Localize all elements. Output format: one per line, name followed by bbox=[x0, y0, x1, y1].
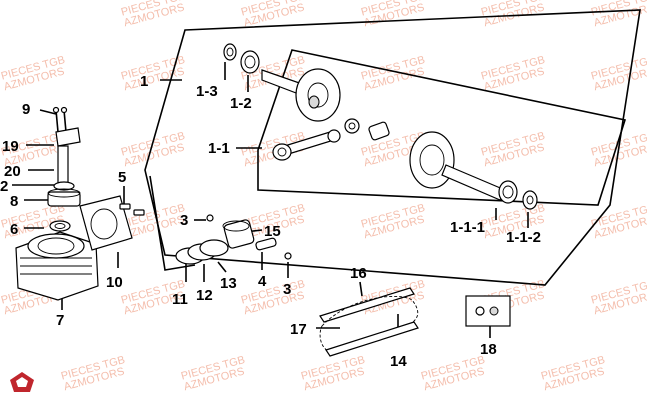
piston-15[interactable] bbox=[222, 219, 255, 249]
callout-3-upper: 3 bbox=[180, 212, 188, 229]
callout-16: 16 bbox=[350, 265, 367, 282]
callout-10: 10 bbox=[106, 274, 123, 291]
callout-18: 18 bbox=[480, 341, 497, 358]
crank-gear-1-1-2[interactable] bbox=[522, 190, 538, 210]
circlip-3-lower[interactable] bbox=[284, 252, 292, 260]
callout-14: 14 bbox=[390, 353, 407, 370]
callout-12: 12 bbox=[196, 287, 213, 304]
tensioner-rod-20[interactable] bbox=[57, 145, 69, 185]
callout-3-lower: 3 bbox=[283, 281, 291, 298]
tensioner-seal-8[interactable] bbox=[47, 188, 81, 207]
callout-1-1-1: 1-1-1 bbox=[450, 219, 485, 236]
chain-guide-14[interactable] bbox=[325, 321, 419, 357]
callout-11: 11 bbox=[172, 291, 188, 308]
crankshaft-assembly-frame bbox=[144, 9, 641, 286]
cylinder-gasket-10[interactable] bbox=[79, 195, 133, 251]
callout-2: 2 bbox=[0, 178, 8, 195]
callout-labels: 1 1-3 1-2 1-1 1-1-1 1-1-2 9 19 20 2 8 6 … bbox=[0, 73, 541, 370]
callout-8: 8 bbox=[10, 193, 18, 210]
crank-sub-frame bbox=[257, 49, 627, 206]
crank-bearing-1-2[interactable] bbox=[240, 50, 260, 74]
brand-logo bbox=[10, 372, 34, 392]
callout-6: 6 bbox=[10, 221, 18, 238]
connecting-rod[interactable] bbox=[272, 129, 341, 161]
needle-bearing[interactable] bbox=[344, 118, 360, 134]
crank-gear-1-3[interactable] bbox=[223, 43, 237, 61]
callout-17: 17 bbox=[290, 321, 307, 338]
bolt-kit-18[interactable] bbox=[465, 295, 511, 327]
callout-1-1: 1-1 bbox=[208, 140, 230, 157]
tensioner-bolts-9[interactable] bbox=[52, 106, 68, 133]
callout-13: 13 bbox=[220, 275, 237, 292]
tensioner-body-2[interactable] bbox=[53, 181, 75, 191]
circlip-3-upper[interactable] bbox=[206, 214, 214, 222]
piston-group-bracket bbox=[149, 175, 196, 271]
crank-bearing-1-1-1[interactable] bbox=[498, 180, 518, 204]
callout-7: 7 bbox=[56, 312, 64, 329]
cylinder-7[interactable] bbox=[15, 231, 99, 301]
dowel-pins-5[interactable] bbox=[119, 203, 145, 216]
callout-4: 4 bbox=[258, 273, 267, 290]
crank-half-left[interactable] bbox=[261, 68, 341, 122]
callout-1: 1 bbox=[140, 73, 148, 90]
callout-20: 20 bbox=[4, 163, 21, 180]
callout-19: 19 bbox=[2, 138, 19, 155]
crank-pin[interactable] bbox=[368, 121, 390, 141]
tensioner-gasket-19[interactable] bbox=[55, 127, 81, 147]
piston-rings-13[interactable] bbox=[199, 239, 229, 257]
leader-lines bbox=[12, 62, 529, 338]
chain-guide-16[interactable] bbox=[319, 287, 415, 323]
callout-1-3: 1-3 bbox=[196, 83, 218, 100]
dowel-6[interactable] bbox=[49, 220, 71, 232]
crank-half-right[interactable] bbox=[409, 131, 506, 201]
callout-1-1-2: 1-1-2 bbox=[506, 229, 541, 246]
callout-1-2: 1-2 bbox=[230, 95, 252, 112]
piston-pin-4[interactable] bbox=[255, 237, 277, 251]
callout-9: 9 bbox=[22, 101, 30, 118]
callout-5: 5 bbox=[118, 169, 126, 186]
callout-15: 15 bbox=[264, 223, 281, 240]
